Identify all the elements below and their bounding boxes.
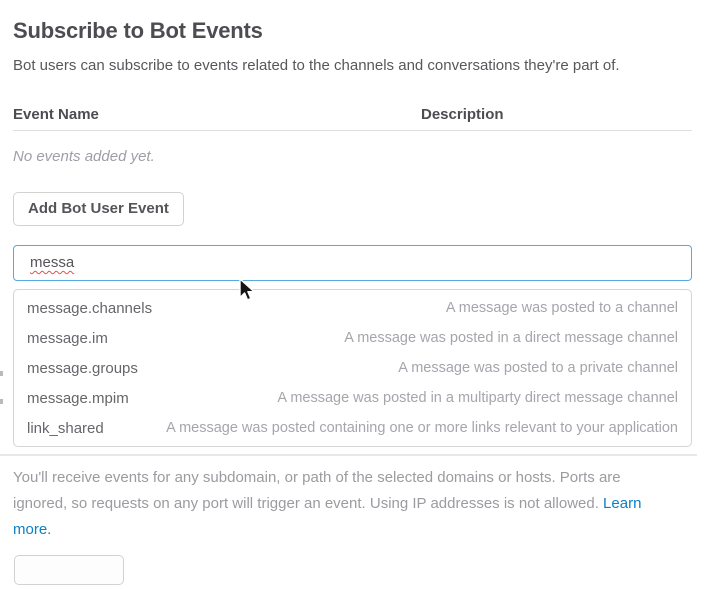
page-subtitle: Bot users can subscribe to events relate… [13,57,620,74]
suggestion-description: A message was posted containing one or m… [166,420,678,436]
suggestion-name: message.mpim [27,389,129,407]
occluded-text-fragment [0,399,3,404]
occluded-text-fragment [0,371,3,376]
suggestion-description: A message was posted in a multiparty dir… [277,390,678,406]
column-header-event-name: Event Name [13,106,99,123]
subdomain-events-note: You'll receive events for any subdomain,… [13,465,673,543]
page-title: Subscribe to Bot Events [13,18,263,43]
table-header-divider [13,130,692,131]
event-suggestions-dropdown: message.channels A message was posted to… [13,289,692,447]
events-table-header: Event Name Description [13,105,692,124]
add-bot-user-event-button[interactable]: Add Bot User Event [13,192,184,226]
suggestion-description: A message was posted to a private channe… [398,360,678,376]
suggestion-name: message.im [27,329,108,347]
column-header-description: Description [421,106,504,123]
section-divider [0,454,697,456]
subdomain-events-note-text: You'll receive events for any subdomain,… [13,469,621,512]
suggestion-message-im[interactable]: message.im A message was posted in a dir… [14,323,691,353]
suggestion-name: message.channels [27,299,153,317]
event-search-input[interactable]: messa [13,245,692,281]
event-search-value: messa [30,254,75,271]
add-domain-button-partial[interactable] [14,555,124,585]
suggestion-name: link_shared [27,419,104,437]
suggestion-link-shared[interactable]: link_shared A message was posted contain… [14,413,691,443]
suggestion-name: message.groups [27,359,138,377]
suggestion-message-channels[interactable]: message.channels A message was posted to… [14,293,691,323]
suggestion-description: A message was posted in a direct message… [344,330,678,346]
empty-events-message: No events added yet. [13,148,155,165]
suggestion-message-mpim[interactable]: message.mpim A message was posted in a m… [14,383,691,413]
suggestion-description: A message was posted to a channel [445,300,678,316]
suggestion-message-groups[interactable]: message.groups A message was posted to a… [14,353,691,383]
